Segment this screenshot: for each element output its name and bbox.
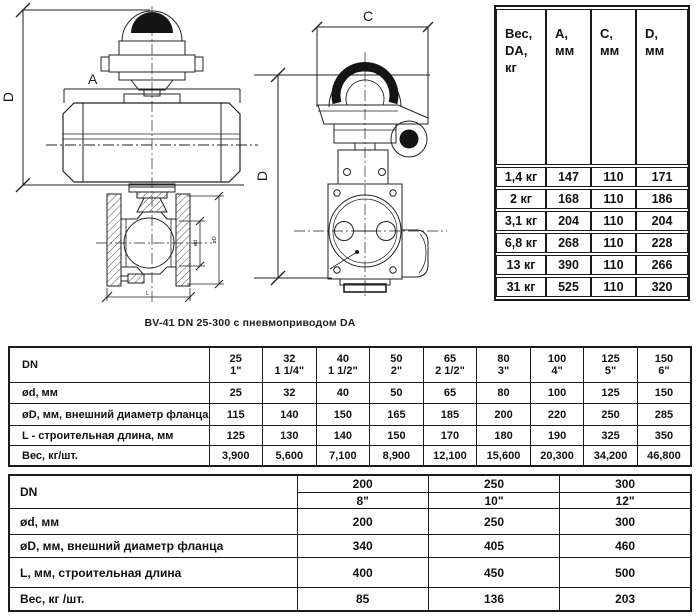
drain-valve: [127, 273, 145, 284]
bolt-hole: [378, 168, 386, 176]
valve-flange-right: [175, 193, 191, 287]
table-row: L, мм, строительная длина 400 450 500: [8, 557, 692, 588]
table-row: 6,8 кг 268 110 228: [496, 233, 688, 253]
front-view-drawing: A D L ød øD: [0, 2, 258, 303]
table-row: Вес, кг/шт. 3,900 5,600 7,100 8,900 12,1…: [8, 445, 692, 467]
table-header-row: Вес, DA, кг A, мм C, мм D, мм: [496, 9, 688, 165]
dim-c-label: C: [363, 8, 373, 24]
cable-gland: [399, 129, 419, 149]
dome-indicator: [131, 12, 173, 33]
cable-gland-boss: [390, 120, 428, 158]
side-view-drawing: C D: [254, 8, 447, 298]
table-row: ød, мм 25 32 40 50 65 80 100 125 150: [8, 382, 692, 404]
col-header-a: A, мм: [546, 9, 591, 165]
dim-d-label-front: D: [0, 92, 16, 102]
table-row: øD, мм, внешний диаметр фланца 340 405 4…: [8, 534, 692, 558]
dim-bore-label: ød: [193, 240, 199, 246]
dim-a-label: A: [88, 71, 98, 87]
col-header-weight: Вес, DA, кг: [496, 9, 546, 165]
table-row: L - строительная длина, мм 125 130 140 1…: [8, 425, 692, 446]
valve-flange-left: [106, 193, 122, 287]
technical-drawings: A D L ød øD: [0, 2, 447, 303]
drawing-caption: BV-41 DN 25-300 с пневмоприводом DA: [144, 317, 356, 329]
table-row: 1,4 кг 147 110 171: [496, 167, 688, 187]
table-row: 31 кг 525 110 320: [496, 277, 688, 297]
col-header-d: D, мм: [636, 9, 688, 165]
dim-l-label: L: [146, 291, 149, 297]
bolt-hole: [389, 189, 397, 197]
dim-flange-label: øD: [212, 236, 218, 243]
actuator-body: [62, 102, 241, 183]
table-row: øD, мм, внешний диаметр фланца 115 140 1…: [8, 403, 692, 426]
col-header-c: C, мм: [591, 9, 636, 165]
table-row: 2 кг 168 110 186: [496, 189, 688, 209]
table-row: ød, мм 200 250 300: [8, 508, 692, 535]
dome-indicator-band: [331, 61, 399, 105]
dim-tick: [15, 2, 31, 18]
bolt-hole: [389, 266, 397, 274]
table-row: Вес, кг /шт. 85 136 203: [8, 587, 692, 612]
spec-table-dn200-300: DN 200 250 300 8" 10" 12" ød, мм 200 250…: [8, 474, 692, 612]
bolt-hole: [333, 189, 341, 197]
table-row: 13 кг 390 110 266: [496, 255, 688, 275]
dim-tick: [15, 177, 31, 193]
ball: [123, 217, 175, 269]
dn-header-row: DN 200 250 300: [8, 474, 692, 509]
bolt-hole: [333, 266, 341, 274]
dn-label: DN: [8, 474, 298, 509]
dn-label: DN: [8, 346, 210, 383]
dim-d-label-side: D: [254, 171, 270, 181]
bolt-hole: [343, 168, 351, 176]
actuator-weight-table: Вес, DA, кг A, мм C, мм D, мм 1,4 кг 147…: [494, 5, 690, 301]
table-row: 3,1 кг 204 110 204: [496, 211, 688, 231]
